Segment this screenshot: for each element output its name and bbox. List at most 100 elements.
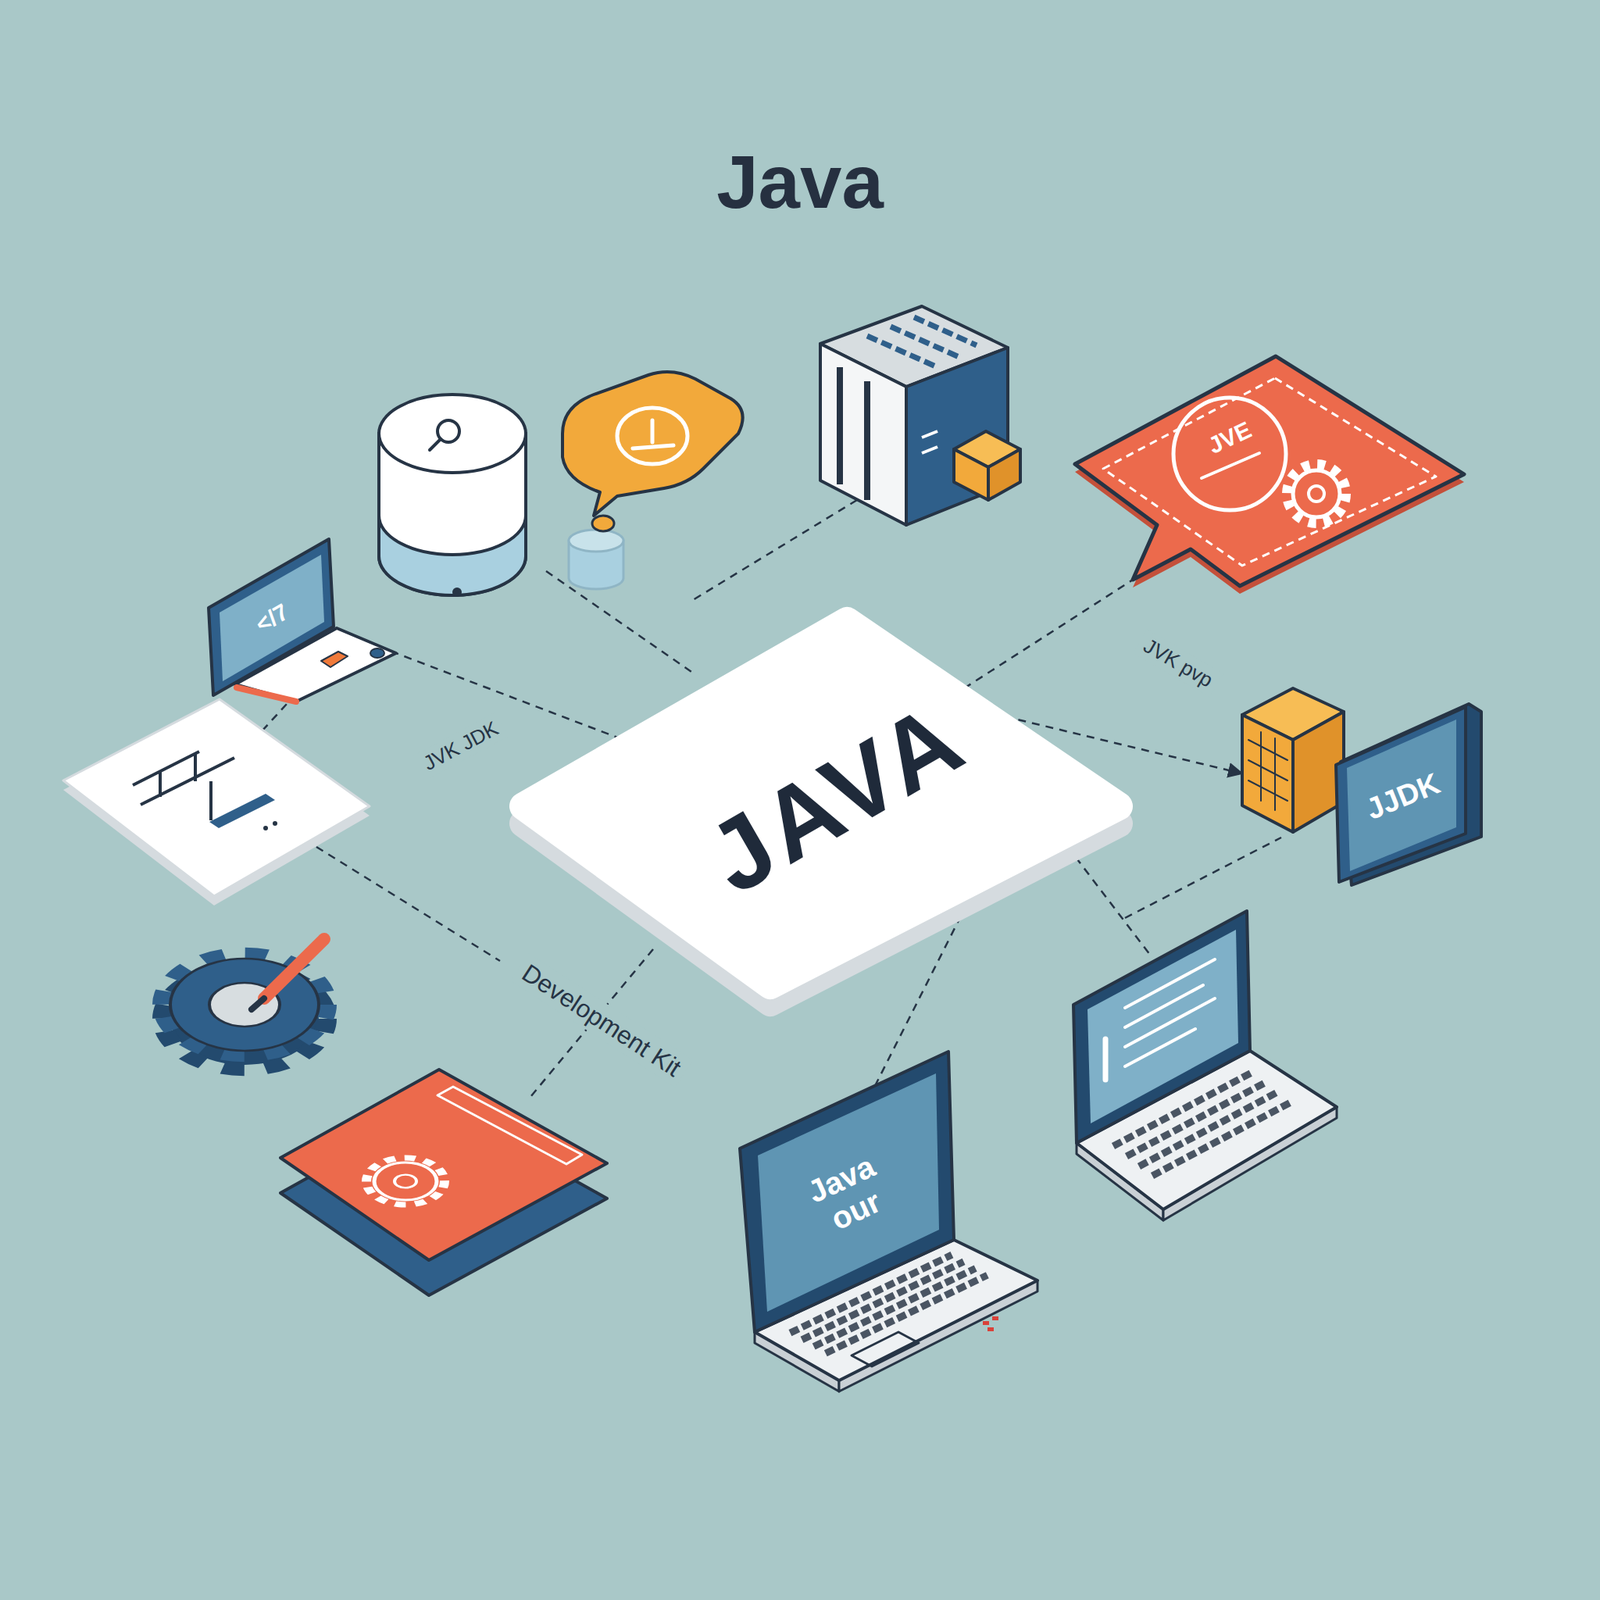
clock-bubble (562, 371, 743, 516)
screen-glass (1087, 929, 1239, 1124)
cylinder-dot (452, 587, 462, 597)
mini-cube-right (988, 449, 1021, 500)
cursor-bar (1103, 1039, 1109, 1080)
gear-teeth (366, 1157, 445, 1205)
screen-lines (1105, 959, 1215, 1080)
settings-card (280, 1069, 608, 1296)
text-line (1125, 1028, 1196, 1067)
ruler-tick (158, 771, 162, 797)
pencil (264, 939, 325, 999)
laptop-screen (1073, 910, 1250, 1143)
bubble-shape (562, 371, 743, 516)
cube-detail (921, 431, 938, 438)
monitor-frame (208, 539, 334, 696)
jdk-monitor-node: JJDK (1234, 683, 1485, 888)
cube-grid (1274, 738, 1276, 811)
cube-grid (1248, 760, 1288, 781)
server-cube (820, 306, 1021, 525)
line-label: Development Kit (510, 953, 693, 1088)
key-row (1139, 1092, 1278, 1167)
cylinder-top (568, 529, 624, 552)
monitor-screen (219, 554, 325, 682)
tile-face (523, 621, 1119, 986)
node-outline (203, 535, 399, 704)
card-dot (263, 825, 268, 831)
gear-hub (394, 1175, 417, 1189)
base-button (370, 648, 385, 658)
speech-bubble (1075, 356, 1465, 586)
cube-grid (1248, 780, 1288, 801)
card-face (63, 699, 370, 897)
leader-line (1067, 846, 1153, 958)
screen-glass (757, 1073, 940, 1312)
node-outline (1234, 683, 1485, 888)
cube-slot (864, 381, 871, 500)
cylinder-top (378, 394, 526, 473)
touchpad (851, 1332, 919, 1367)
gear-pencil (162, 939, 327, 1070)
ruler-card (63, 699, 370, 906)
cube-left (820, 343, 907, 525)
cube-slot (836, 367, 843, 485)
line-label: JVK pvp (1132, 629, 1223, 698)
card-gear (366, 1157, 445, 1205)
cube-pattern (867, 317, 977, 368)
clock-hand (632, 445, 674, 449)
gear-teeth (1286, 464, 1347, 524)
cube-grid (1260, 732, 1262, 801)
leader-line (316, 846, 500, 961)
leader-line (546, 571, 694, 674)
status-light (982, 1321, 990, 1325)
code-monitor-node: </7 (203, 535, 399, 704)
status-light (992, 1316, 999, 1321)
gear-icon (1286, 464, 1347, 524)
orange-dot (592, 515, 615, 532)
ruler-tick (209, 781, 213, 821)
speech-bubble-node: JVE (1070, 351, 1469, 594)
magnifier-handle (429, 439, 441, 450)
card-dot (272, 821, 278, 826)
card-face (280, 1069, 608, 1261)
mini-cube-left (953, 449, 989, 500)
node-outline (1070, 351, 1469, 594)
text-line (1125, 959, 1215, 1008)
folder-icon (321, 651, 348, 668)
laptop-node: Java our (734, 1046, 1041, 1393)
clock-hand (650, 420, 655, 443)
badge-line (1201, 453, 1260, 479)
leader-lines (244, 500, 1282, 1097)
dashed-connector (964, 579, 1133, 689)
pencil-tip (251, 998, 265, 1010)
search-cylinder (378, 394, 526, 597)
text-line (1125, 985, 1204, 1028)
gear-hub (1308, 485, 1325, 502)
cube-left (1242, 714, 1293, 833)
leader-line (1125, 837, 1282, 918)
diagram-title: Java (0, 140, 1600, 224)
pattern-line (914, 317, 977, 346)
clock-face (617, 407, 688, 465)
key-row (1152, 1102, 1291, 1176)
gear-body (1292, 470, 1340, 518)
dashed-connector (395, 653, 622, 740)
leader-line (689, 500, 858, 603)
gear-body (374, 1162, 437, 1200)
laptop-screen (739, 1051, 954, 1333)
line-label: JVK JDK (413, 711, 510, 780)
dashed-frame (1103, 378, 1436, 566)
text-line (1125, 998, 1215, 1047)
base-stripe (236, 687, 297, 702)
small-cylinder (568, 515, 624, 590)
cube-detail (921, 446, 938, 454)
ruler-bar (209, 793, 275, 829)
ruler-icon (132, 751, 235, 821)
cube-grid (1248, 739, 1288, 761)
card-window (437, 1086, 583, 1165)
cylinder-band (378, 515, 526, 596)
monitor-frame (1335, 707, 1466, 883)
monitor-screen (1346, 719, 1457, 872)
status-light (987, 1327, 994, 1332)
badge-ring (1173, 397, 1286, 511)
ruler-tick (193, 753, 197, 782)
